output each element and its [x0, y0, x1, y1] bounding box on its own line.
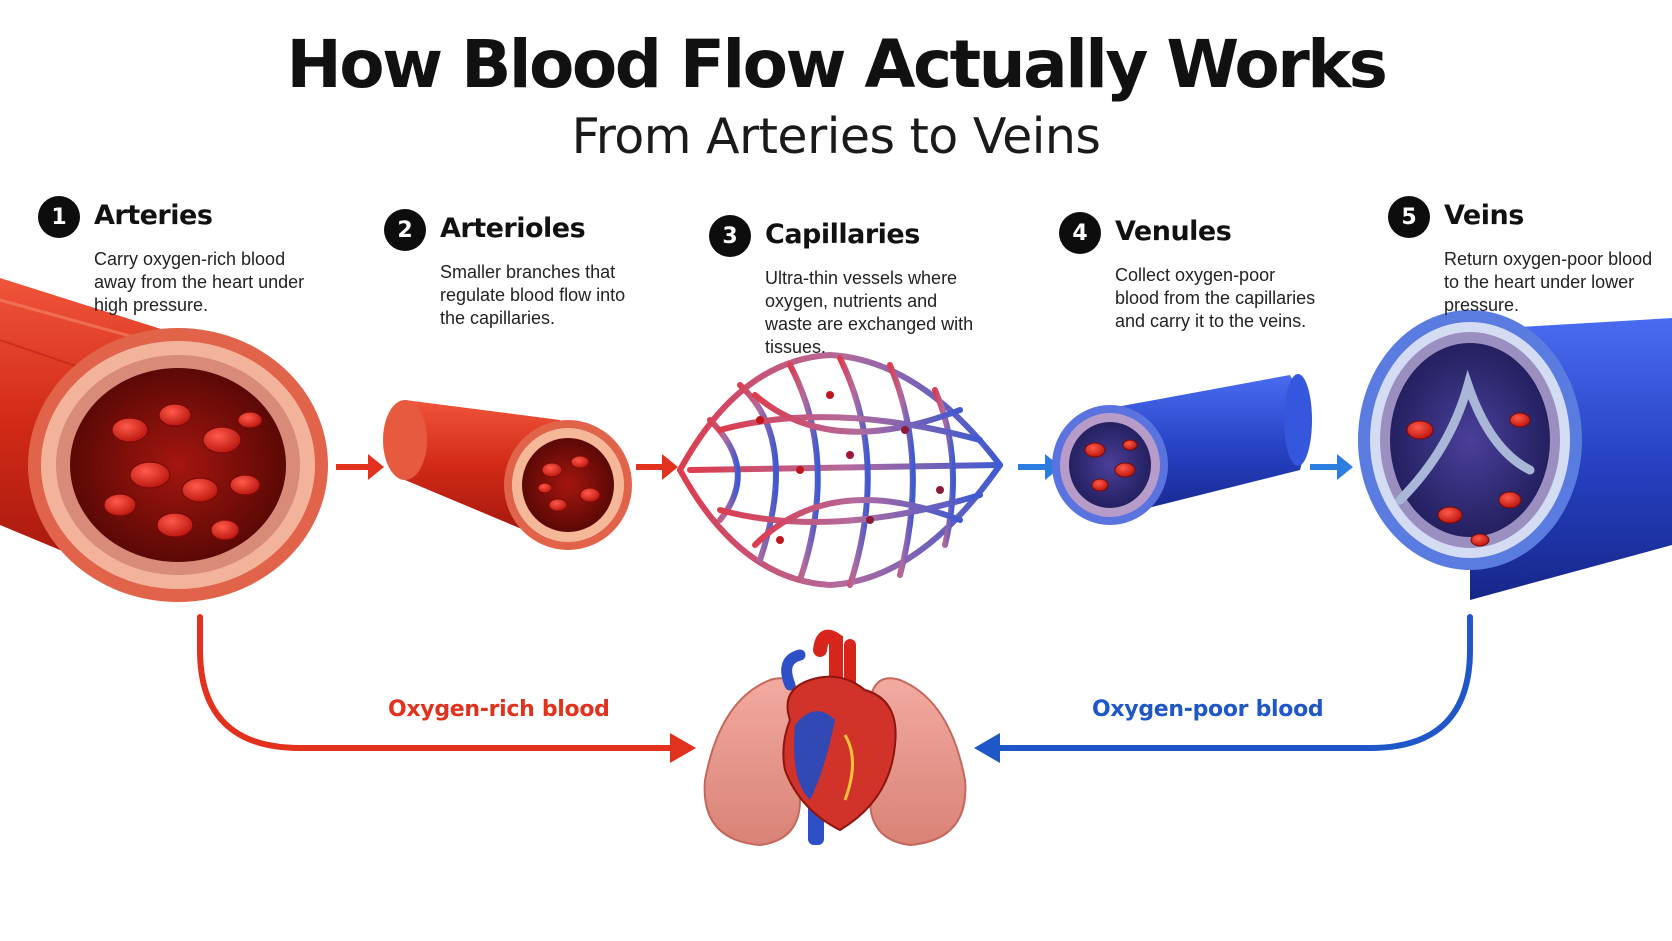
oxygen-poor-flow-path: [974, 614, 1473, 763]
step-number-badge: 3: [709, 215, 751, 257]
vein-illustration: [1358, 310, 1672, 600]
oxygen-rich-label: Oxygen-rich blood: [388, 697, 610, 722]
step-description: Ultra-thin vessels where oxygen, nutrien…: [765, 268, 974, 357]
capillary-cells: [756, 391, 944, 544]
step-description: Smaller branches that regulate blood flo…: [440, 262, 626, 328]
step-number-badge: 5: [1388, 196, 1430, 238]
page-subtitle: From Arteries to Veins: [571, 108, 1101, 165]
arrow-right-icon: [1310, 454, 1353, 480]
step-heading: Capillaries: [765, 219, 920, 250]
arrow-right-icon: [336, 454, 384, 480]
oxygen-rich-flow-path: [197, 614, 696, 763]
step-heading: Arterioles: [440, 213, 586, 244]
step-description: Collect oxygen-poor blood from the capil…: [1115, 265, 1316, 331]
arteriole-illustration: [383, 400, 632, 550]
arrow-right-icon: [636, 454, 678, 480]
heart-icon: [781, 629, 897, 845]
step-heading: Arteries: [94, 200, 213, 231]
step-number-badge: 2: [384, 209, 426, 251]
artery-illustration: [0, 278, 328, 602]
venule-illustration: [1052, 374, 1312, 525]
step-number-badge: 1: [38, 196, 80, 238]
step-number-badge: 4: [1059, 212, 1101, 254]
step-description: Carry oxygen-rich blood away from the he…: [94, 249, 305, 315]
oxygen-poor-label: Oxygen-poor blood: [1092, 697, 1324, 722]
step-heading: Venules: [1115, 216, 1232, 247]
step-description: Return oxygen-poor blood to the heart un…: [1444, 249, 1653, 315]
page-title: How Blood Flow Actually Works: [286, 26, 1388, 103]
step-heading: Veins: [1444, 200, 1524, 231]
capillary-bed-illustration: [677, 351, 1003, 589]
